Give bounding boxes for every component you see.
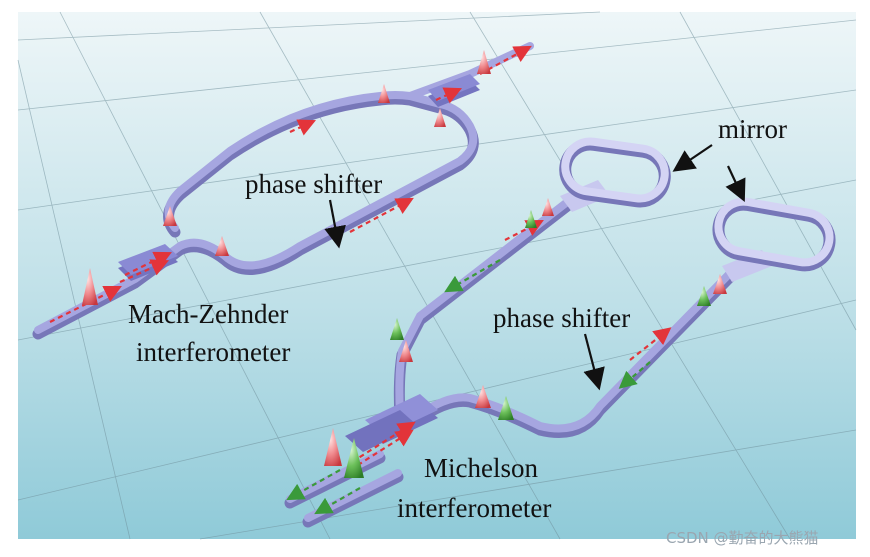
mach-zehnder-label-line1: Mach-Zehnder: [128, 299, 288, 329]
dashed-arrow-icon: [618, 361, 651, 389]
red-cone-icon: [399, 340, 413, 362]
dashed-arrow-icon: [435, 87, 463, 104]
phase-shifter-label-1: phase shifter: [245, 169, 382, 199]
red-cone-icon: [378, 84, 390, 103]
red-cone-icon: [542, 198, 554, 216]
red-cone-icon: [477, 50, 491, 74]
dashed-arrow-icon: [351, 421, 416, 463]
green-cone-icon: [390, 318, 404, 340]
mirror-1-pointer-icon: [672, 144, 713, 172]
mirror-label: mirror: [718, 114, 787, 144]
phase-shifter-2-pointer-icon: [583, 333, 605, 391]
mz-cones: [82, 50, 491, 305]
dashed-arrow-icon: [504, 219, 544, 241]
red-cone-icon: [163, 206, 177, 226]
dashed-arrow-icon: [349, 197, 414, 233]
dashed-arrow-icon: [286, 469, 341, 501]
phase-shifter-1-pointer-icon: [324, 199, 346, 249]
pointer-arrows: [324, 144, 746, 391]
red-cone-icon: [324, 428, 342, 466]
red-cone-icon: [82, 268, 98, 305]
dashed-arrow-icon: [629, 327, 672, 361]
dashed-arrow-icon: [314, 487, 361, 515]
red-cone-icon: [434, 108, 446, 127]
mach-zehnder-label-line2: interferometer: [136, 337, 290, 367]
dashed-arrow-icon: [289, 119, 317, 136]
green-cone-icon: [498, 396, 514, 420]
green-cone-icon: [697, 286, 711, 306]
green-cone-icon: [525, 210, 537, 228]
green-cone-icon: [344, 438, 364, 478]
red-cone-icon: [713, 274, 727, 294]
mirror-2-pointer-icon: [725, 165, 746, 202]
phase-shifter-label-2: phase shifter: [493, 303, 630, 333]
red-cone-icon: [475, 385, 491, 408]
mi-cones: [324, 198, 727, 478]
michelson-label-line1: Michelson: [424, 453, 538, 483]
dashed-arrow-icon: [124, 251, 172, 276]
floor-grid: [17, 11, 857, 540]
dashed-arrow-icon: [444, 259, 501, 293]
watermark-text: CSDN @勤奋的大熊猫: [666, 529, 819, 547]
michelson-label-line2: interferometer: [397, 493, 551, 523]
red-cone-icon: [215, 236, 229, 256]
